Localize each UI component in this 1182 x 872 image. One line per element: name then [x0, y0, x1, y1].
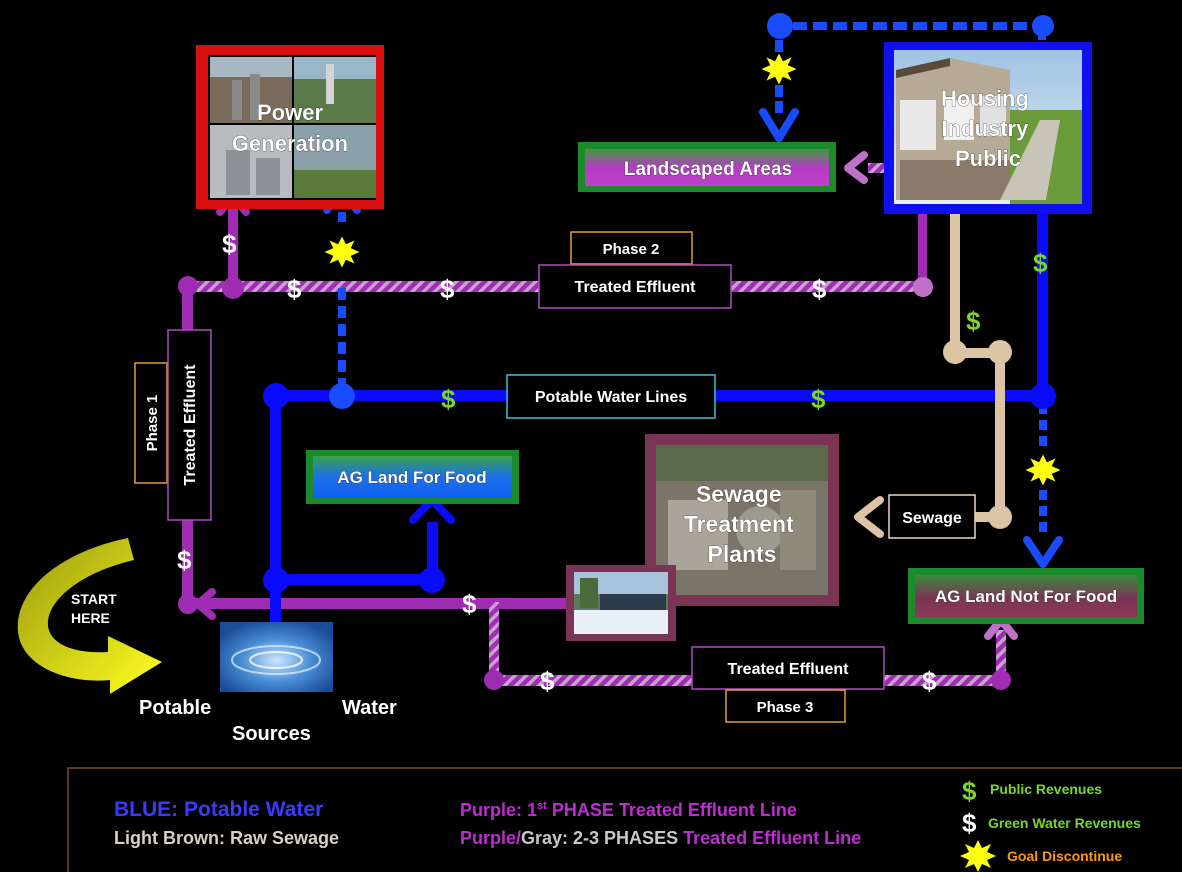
legend-purple-gray: Purple/Gray: 2-3 PHASES Treated Effluent… — [460, 828, 861, 848]
sewage-treatment-plants-label: Sewage Treatment Plants — [684, 481, 800, 567]
green-revenue-dollar: $ — [440, 274, 455, 304]
svg-text:Treated Effluent: Treated Effluent — [575, 279, 697, 296]
sewage-drop-line — [950, 212, 960, 354]
water-label: Water — [342, 697, 397, 719]
public-revenue-dollar: $ — [441, 384, 456, 414]
green-revenue-dollar: $ — [287, 274, 302, 304]
legend-panel: BLUE: Potable Water Light Brown: Raw Sew… — [67, 767, 1182, 872]
potable-label: Potable — [139, 697, 211, 719]
svg-text:Treated Effluent: Treated Effluent — [182, 364, 199, 486]
phase1-label: Phase 1 — [134, 362, 168, 484]
legend-public-revenues: Public Revenues — [990, 781, 1102, 797]
svg-text:Phase 2: Phase 2 — [603, 241, 660, 258]
housing-label: Housing Industry Public — [941, 86, 1035, 171]
ag-land-for-food-label: AG Land For Food — [337, 468, 486, 487]
svg-text:Phase 3: Phase 3 — [757, 699, 814, 716]
sewage-link-line — [953, 348, 1001, 358]
revenue-dollar-signs: $ $ $ $ $ $ $ $ $ $ $ $ — [177, 229, 1048, 696]
effluent-outflow-image — [566, 565, 676, 641]
phase2-label: Phase 2 — [570, 231, 693, 265]
legend-purple: Purple: 1st PHASE Treated Effluent Line — [460, 800, 797, 820]
svg-text:Sewage: Sewage — [902, 510, 962, 527]
phase3-drop-line — [489, 602, 499, 680]
legend-light-brown: Light Brown: Raw Sewage — [114, 828, 339, 848]
goal-discontinue-icon — [1024, 453, 1062, 487]
potable-housing-rise — [1037, 190, 1048, 398]
dashed-top-line — [793, 22, 1046, 40]
start-here-label: START HERE — [71, 591, 121, 626]
public-revenue-dollar: $ — [1033, 248, 1048, 278]
phase1-bottom-line — [188, 598, 570, 609]
green-revenue-dollar: $ — [222, 229, 237, 259]
effluent-to-power-line — [228, 206, 238, 286]
phase3-treated-effluent-label: Treated Effluent — [691, 646, 885, 690]
phase1-treated-effluent-label: Treated Effluent — [167, 329, 212, 521]
potable-ag-rise — [427, 522, 438, 580]
svg-text:Treated Effluent: Treated Effluent — [728, 661, 850, 678]
landscaped-areas-label: Landscaped Areas — [624, 159, 792, 180]
green-revenue-dollar: $ — [177, 545, 192, 575]
public-revenue-dollar: $ — [966, 306, 981, 336]
phase3-label: Phase 3 — [725, 689, 846, 723]
green-revenue-dollar: $ — [462, 589, 477, 619]
public-revenue-dollar: $ — [811, 384, 826, 414]
potable-water-lines-label: Potable Water Lines — [506, 374, 716, 419]
housing-effluent-drop — [918, 212, 927, 287]
sewage-label: Sewage — [888, 494, 976, 539]
legend-public-revenue-dollar: $ — [962, 776, 977, 806]
dashed-landscaped-line — [775, 40, 783, 113]
svg-text:Potable Water Lines: Potable Water Lines — [535, 389, 687, 406]
ag-land-for-food-box: AG Land For Food — [306, 450, 519, 504]
sewage-treatment-plants-box: Sewage Treatment Plants — [645, 434, 839, 606]
potable-water-sources-image — [220, 622, 333, 692]
potable-ag-branch — [273, 574, 433, 585]
landscaped-areas-box: Landscaped Areas — [578, 142, 836, 192]
phase2-treated-effluent-label: Treated Effluent — [538, 264, 732, 309]
green-revenue-dollar: $ — [540, 666, 555, 696]
potable-left-vertical — [270, 393, 281, 638]
legend-blue: BLUE: Potable Water — [114, 798, 323, 821]
ag-land-not-for-food-label: AG Land Not For Food — [935, 587, 1117, 606]
start-here-arrow-icon — [17, 538, 162, 694]
phase3-rise-line — [996, 630, 1006, 686]
sewage-down-line — [995, 352, 1005, 520]
legend-green-revenue-dollar: $ — [962, 808, 977, 838]
landscaped-effluent-line — [868, 163, 890, 173]
ag-land-not-for-food-box: AG Land Not For Food — [908, 568, 1144, 624]
goal-discontinue-icon — [760, 52, 798, 86]
legend-green-water-revenues: Green Water Revenues — [988, 815, 1141, 831]
legend-goal-discontinue: Goal Discontinue — [1007, 848, 1122, 864]
legend-goal-discontinue-icon — [960, 840, 996, 872]
svg-text:Phase 1: Phase 1 — [144, 395, 161, 452]
green-revenue-dollar: $ — [812, 274, 827, 304]
sources-label: Sources — [232, 723, 311, 745]
green-revenue-dollar: $ — [922, 666, 937, 696]
housing-industry-public-box: Housing Industry Public — [884, 42, 1092, 214]
goal-discontinue-icon — [323, 235, 361, 269]
